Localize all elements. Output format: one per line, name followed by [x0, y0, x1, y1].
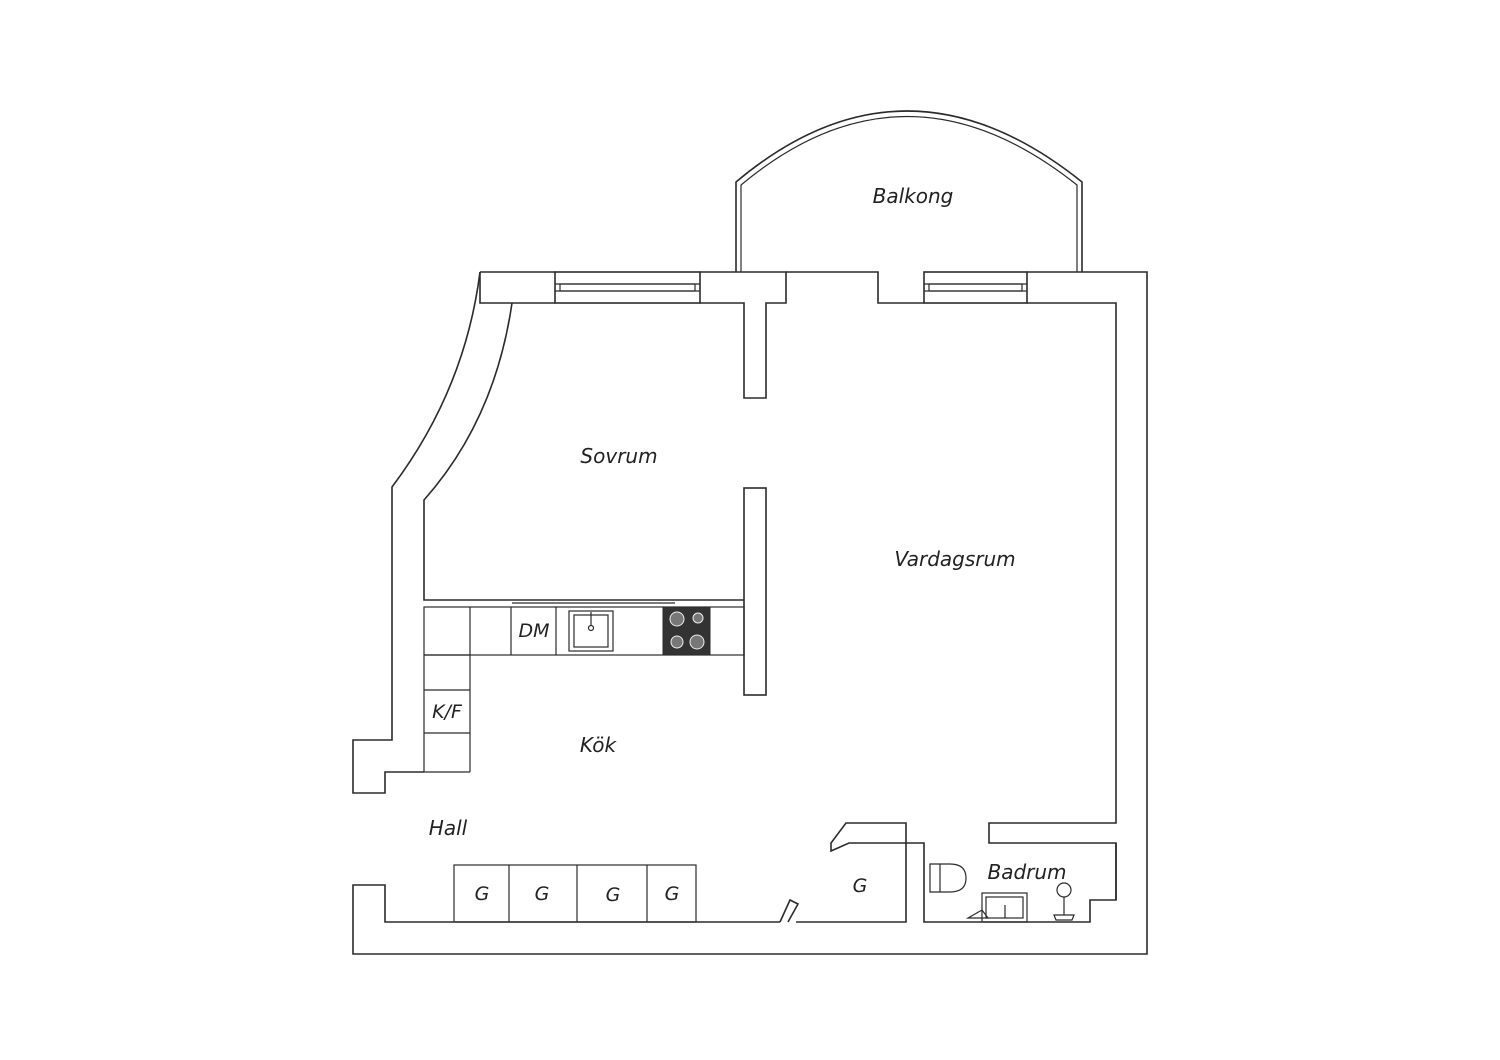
label-fridge-freezer: K/F [432, 701, 463, 723]
room-label-hall: Hall [429, 816, 468, 840]
label-wardrobe: G [535, 883, 550, 905]
stove-icon [662, 606, 711, 656]
label-wardrobe: G [606, 884, 621, 906]
washbasin-icon [965, 892, 1028, 923]
toilet-icon [929, 863, 967, 893]
kitchen-counter [423, 602, 745, 773]
shower-icon [1053, 882, 1075, 921]
label-dishwasher: DM [518, 620, 549, 642]
outer-walls [352, 271, 1148, 955]
label-wardrobe: G [475, 883, 490, 905]
closet-wall [830, 822, 907, 853]
sink-icon [568, 610, 614, 652]
window-bedroom [554, 271, 701, 304]
room-label-kitchen: Kök [580, 733, 618, 757]
room-label-balcony: Balkong [873, 184, 954, 208]
door-hall [779, 898, 800, 923]
label-wardrobe: G [853, 875, 868, 897]
room-label-bedroom: Sovrum [580, 444, 657, 468]
hall-wardrobes [453, 864, 697, 923]
balcony [735, 110, 1083, 272]
room-label-bathroom: Badrum [987, 860, 1066, 884]
label-wardrobe: G [665, 883, 680, 905]
interior-wall [743, 487, 767, 696]
window-living [923, 271, 1028, 304]
room-label-living: Vardagsrum [894, 547, 1015, 571]
